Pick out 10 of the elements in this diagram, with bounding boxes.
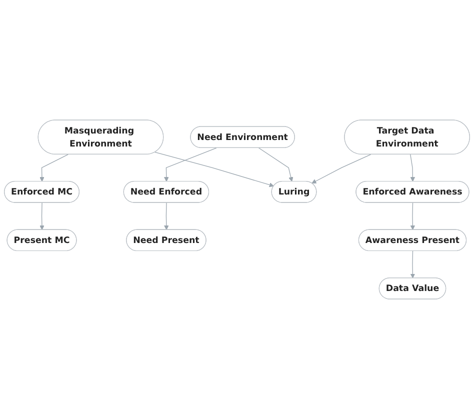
- arrow: [312, 154, 372, 184]
- arrow: [40, 202, 44, 230]
- arrow: [258, 148, 294, 182]
- arrow: [410, 250, 416, 278]
- arrow: [410, 154, 416, 182]
- arrow: [164, 202, 169, 230]
- arrow: [164, 148, 217, 182]
- arrow: [410, 202, 416, 230]
- arrow: [154, 152, 274, 188]
- arrow: [40, 154, 68, 182]
